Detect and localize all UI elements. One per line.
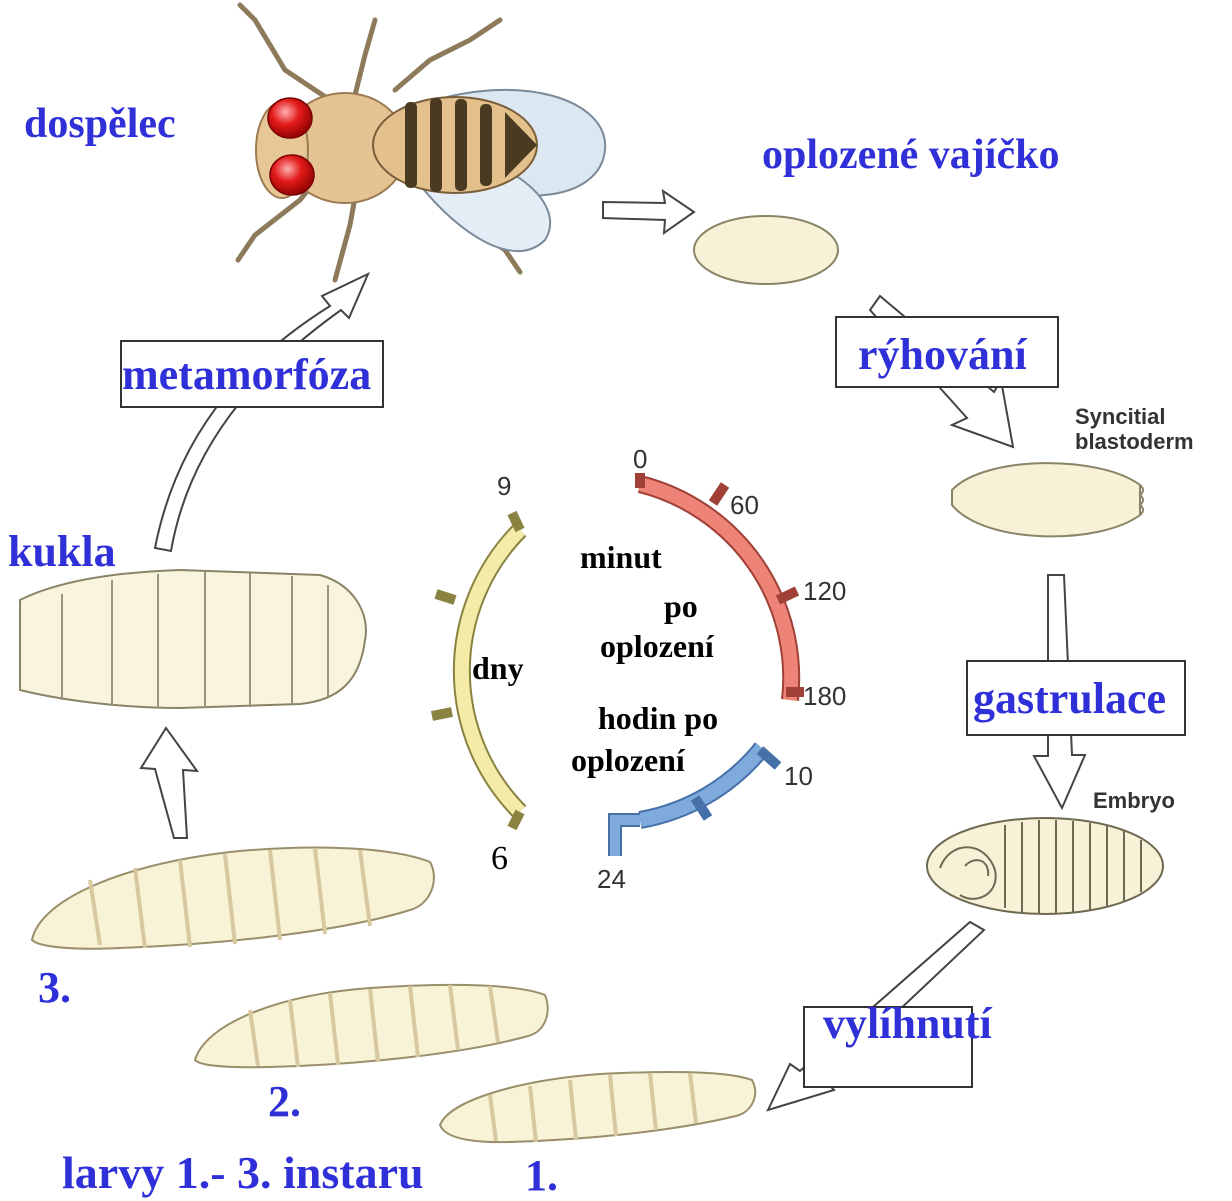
minute-tick-60: 60: [730, 492, 759, 518]
embryo-label: Embryo: [1093, 790, 1175, 812]
egg-label: oplozené vajíčko: [762, 134, 1059, 176]
arrow-pupa-to-adult: [155, 274, 368, 551]
pupa-label: kukla: [8, 530, 116, 574]
adult-label: dospělec: [24, 103, 176, 145]
blastoderm-illustration: [952, 463, 1143, 536]
larva-2-illustration: [195, 985, 548, 1067]
embryo-illustration: [927, 818, 1163, 914]
minute-tick-120: 120: [803, 578, 846, 604]
larva-1-label: 1.: [525, 1154, 558, 1198]
minutes-label-line2: po: [664, 590, 698, 622]
blastoderm-label: Syncitial blastoderm: [1075, 404, 1194, 455]
larva-1-illustration: [440, 1072, 755, 1142]
day-tick-9: 9: [497, 473, 511, 499]
hatching-label: vylíhnutí: [823, 1002, 992, 1046]
hour-tick-10: 10: [784, 763, 813, 789]
larva-3-label: 3.: [38, 966, 71, 1010]
pupa-illustration: [20, 570, 366, 708]
egg-illustration: [694, 216, 838, 284]
hours-label-line1: hodin po: [598, 702, 718, 734]
metamorphosis-label: metamorfóza: [122, 353, 371, 397]
cleavage-label: rýhování: [858, 333, 1027, 377]
minutes-arc: [640, 473, 804, 700]
hours-label-line2: oplození: [571, 744, 685, 776]
adult-fly-illustration: [238, 5, 605, 280]
days-label: dny: [472, 652, 524, 684]
hour-tick-24: 24: [597, 866, 626, 892]
minutes-label-line1: minut: [580, 541, 662, 573]
minutes-label-line3: oplození: [600, 630, 714, 662]
larvae-label: larvy 1.- 3. instaru: [62, 1150, 424, 1196]
minute-tick-0: 0: [633, 446, 647, 472]
day-tick-6: 6: [491, 842, 508, 876]
minute-tick-180: 180: [803, 683, 846, 709]
arrow-adult-to-egg: [603, 191, 694, 233]
arrow-larva-to-pupa: [141, 728, 197, 838]
gastrulation-label: gastrulace: [973, 677, 1166, 721]
larva-3-illustration: [32, 847, 434, 948]
larva-2-label: 2.: [268, 1080, 301, 1124]
